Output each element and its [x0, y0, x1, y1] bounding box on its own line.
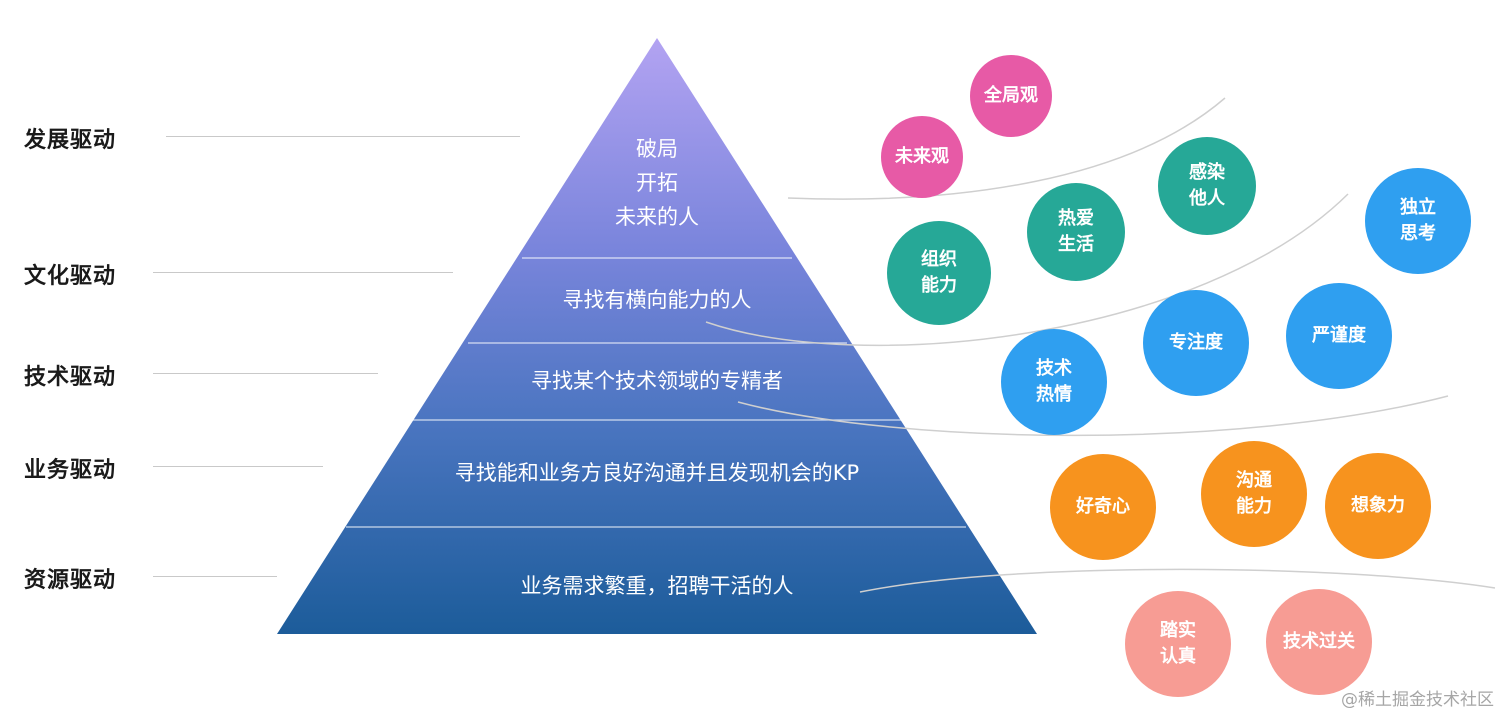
- level-label-technology: 技术驱动: [24, 365, 117, 390]
- bubble-global-view: 全局观: [970, 55, 1052, 137]
- level-label-culture: 文化驱动: [24, 264, 117, 289]
- bubble-down-to-earth: 踏实 认真: [1125, 591, 1231, 697]
- tier-1-line: 开拓: [636, 171, 678, 195]
- level-guide-line: [153, 373, 378, 374]
- bubble-focus: 专注度: [1143, 290, 1249, 396]
- connector-curve: [705, 193, 1349, 347]
- level-guide-line: [166, 136, 520, 137]
- bubble-influence: 感染 他人: [1158, 137, 1256, 235]
- tier-4-text: 寻找能和业务方良好沟通并且发现机会的KP: [454, 461, 860, 485]
- connector-curve: [787, 97, 1226, 200]
- pyramid-shape: [277, 38, 1037, 634]
- bubble-organization: 组织 能力: [887, 221, 991, 325]
- connector-curve: [737, 395, 1449, 437]
- bubble-communication: 沟通 能力: [1201, 441, 1307, 547]
- tier-1-text: 破局 开拓 未来的人: [557, 132, 757, 234]
- tier-5-text: 业务需求繁重，招聘干活的人: [520, 574, 794, 598]
- bubble-future-view: 未来观: [881, 116, 963, 198]
- bubble-rigor: 严谨度: [1286, 283, 1392, 389]
- bubble-tech-pass: 技术过关: [1266, 589, 1372, 695]
- bubble-imagination: 想象力: [1325, 453, 1431, 559]
- bubble-love-life: 热爱 生活: [1027, 183, 1125, 281]
- tier-2-text: 寻找有横向能力的人: [562, 288, 752, 312]
- bubble-tech-passion: 技术 热情: [1001, 329, 1107, 435]
- watermark-text: @稀土掘金技术社区: [1341, 690, 1494, 710]
- bubble-independent: 独立 思考: [1365, 168, 1471, 274]
- tier-1-line: 破局: [636, 137, 678, 161]
- bubble-curiosity: 好奇心: [1050, 454, 1156, 560]
- tier-1-line: 未来的人: [615, 205, 699, 229]
- level-label-business: 业务驱动: [24, 458, 117, 483]
- level-label-development: 发展驱动: [24, 128, 117, 153]
- level-label-resource: 资源驱动: [24, 568, 117, 593]
- level-guide-line: [153, 576, 277, 577]
- connector-curve: [859, 568, 1496, 593]
- level-guide-line: [153, 466, 323, 467]
- level-guide-line: [153, 272, 453, 273]
- tier-3-text: 寻找某个技术领域的专精者: [531, 369, 783, 393]
